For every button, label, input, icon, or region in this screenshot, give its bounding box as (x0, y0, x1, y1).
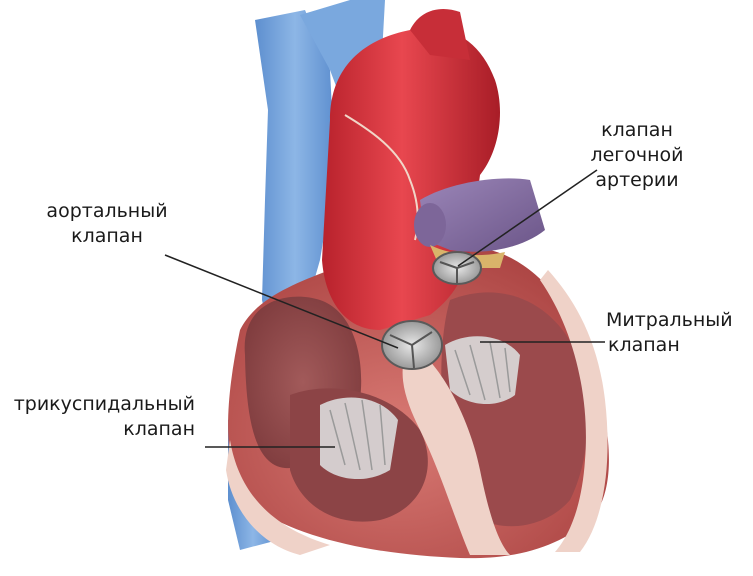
label-mitral-valve: Митральный клапан (606, 308, 751, 358)
label-tricuspid-valve: трикуспидальный клапан (10, 392, 195, 442)
label-tricuspid-line-2: клапан (10, 417, 195, 442)
label-aortic-line-1: аортальный (22, 199, 192, 224)
label-pulmonary-valve: клапан легочной артерии (572, 118, 702, 193)
mitral-valve (445, 336, 520, 404)
label-aortic-valve: аортальный клапан (22, 199, 192, 249)
pulmonary-valve (433, 252, 481, 284)
label-tricuspid-line-1: трикуспидальный (10, 392, 195, 417)
label-mitral-line-2: клапан (606, 333, 751, 358)
label-pulmonary-line-1: клапан (572, 118, 702, 143)
tricuspid-valve (320, 397, 398, 479)
label-mitral-line-1: Митральный (606, 308, 751, 333)
label-pulmonary-line-3: артерии (572, 168, 702, 193)
label-aortic-line-2: клапан (22, 224, 192, 249)
label-pulmonary-line-2: легочной (572, 143, 702, 168)
